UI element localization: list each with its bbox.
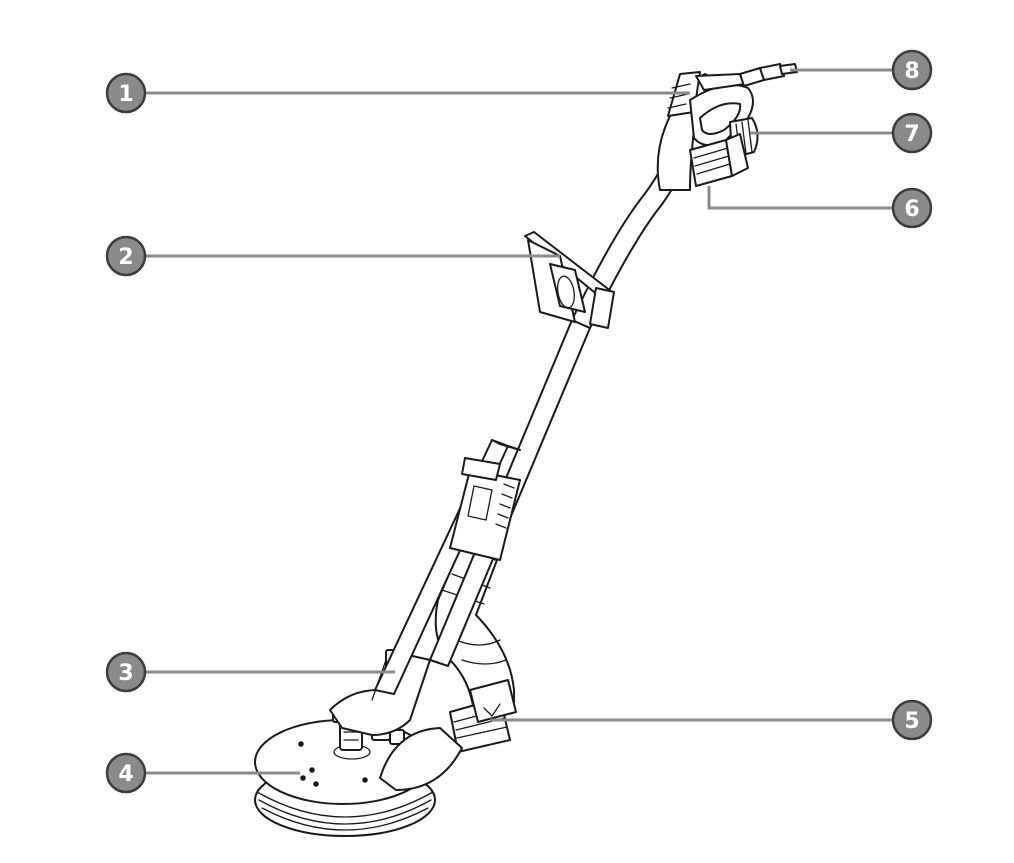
callout-markers: 1 2 3 4 5 6 7 8	[105, 49, 933, 794]
callout-marker-1: 1	[105, 72, 147, 114]
callout-label-4: 4	[118, 762, 133, 787]
callout-marker-7: 7	[891, 112, 933, 154]
side-handle	[524, 231, 615, 329]
lower-bracket	[329, 649, 431, 736]
callout-label-8: 8	[904, 59, 919, 84]
threaded-coupling	[689, 133, 749, 187]
surface-cleaner-illustration	[254, 63, 798, 837]
hose-coupling	[379, 679, 517, 791]
callout-label-7: 7	[904, 122, 919, 147]
callout-marker-8: 8	[891, 49, 933, 91]
callout-label-2: 2	[118, 245, 133, 270]
mid-clamp	[449, 457, 521, 561]
callout-marker-6: 6	[891, 187, 933, 229]
callout-label-1: 1	[118, 82, 133, 107]
callout-marker-2: 2	[105, 235, 147, 277]
callout-marker-5: 5	[891, 699, 933, 741]
leader-line-6	[707, 186, 892, 210]
callout-marker-4: 4	[105, 752, 147, 794]
callout-label-3: 3	[118, 661, 133, 686]
callout-marker-3: 3	[105, 651, 147, 693]
callout-label-6: 6	[904, 197, 919, 222]
callout-leader-lines	[146, 68, 892, 775]
quick-connect	[739, 63, 798, 87]
callout-label-5: 5	[904, 709, 919, 734]
